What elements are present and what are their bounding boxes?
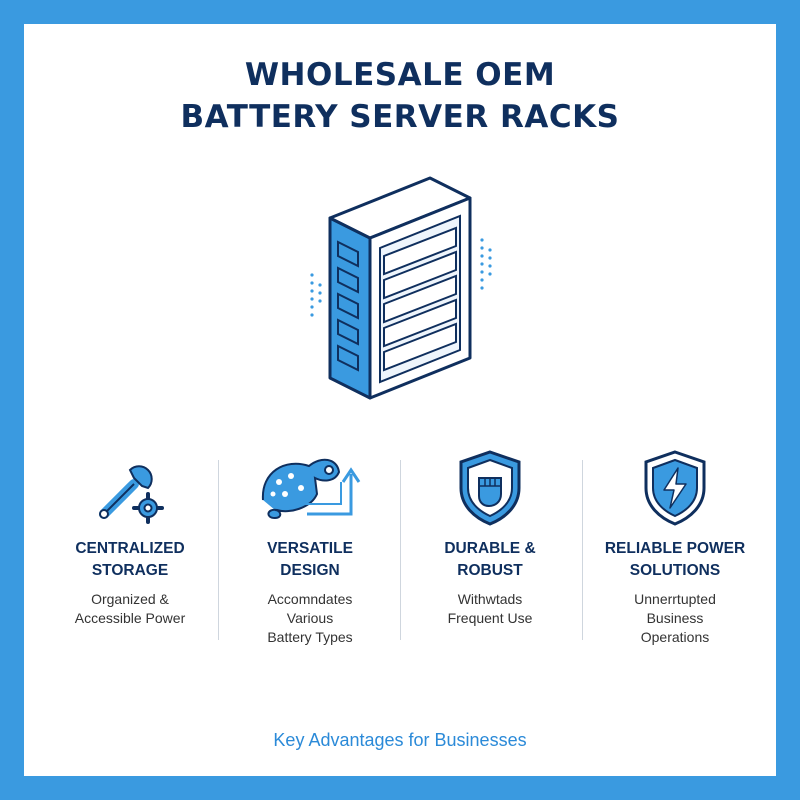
feature-versatile-design: VERSATILE DESIGN Accomndates Various Bat… (220, 440, 400, 670)
footer-tagline: Key Advantages for Businesses (273, 730, 527, 750)
chameleon-arrow-icon (261, 458, 361, 520)
divider (582, 460, 583, 640)
divider (400, 460, 401, 640)
wrench-gear-icon (99, 465, 164, 524)
feature-description: Accomndates Various Battery Types (267, 591, 353, 645)
shield-bolt-icon (644, 450, 706, 526)
shield-fist-icon (459, 450, 521, 526)
server-rack-icon (310, 176, 492, 400)
features-row: CENTRALIZED STORAGE Organized & Accessib… (40, 440, 760, 680)
feature-durable-robust: DURABLE & ROBUST Withwtads Frequent Use (400, 440, 580, 670)
feature-centralized-storage: CENTRALIZED STORAGE Organized & Accessib… (40, 440, 220, 670)
feature-heading: VERSATILE DESIGN (267, 540, 353, 579)
title-line-1: WHOLESALE OEM (244, 57, 556, 93)
feature-description: Withwtads Frequent Use (447, 591, 533, 626)
feature-heading: DURABLE & ROBUST (444, 540, 536, 579)
feature-reliable-power: RELIABLE POWER SOLUTIONS Unnerrtupted Bu… (585, 440, 765, 670)
feature-description: Organized & Accessible Power (74, 591, 186, 626)
feature-heading: RELIABLE POWER SOLUTIONS (604, 540, 746, 579)
page-title: WHOLESALE OEM BATTERY SERVER RACKS (0, 54, 800, 138)
feature-heading: CENTRALIZED STORAGE (75, 540, 185, 579)
title-line-2: BATTERY SERVER RACKS (180, 99, 620, 135)
content-panel (24, 24, 776, 776)
divider (218, 460, 219, 640)
feature-description: Unnerrtupted Business Operations (634, 591, 716, 645)
